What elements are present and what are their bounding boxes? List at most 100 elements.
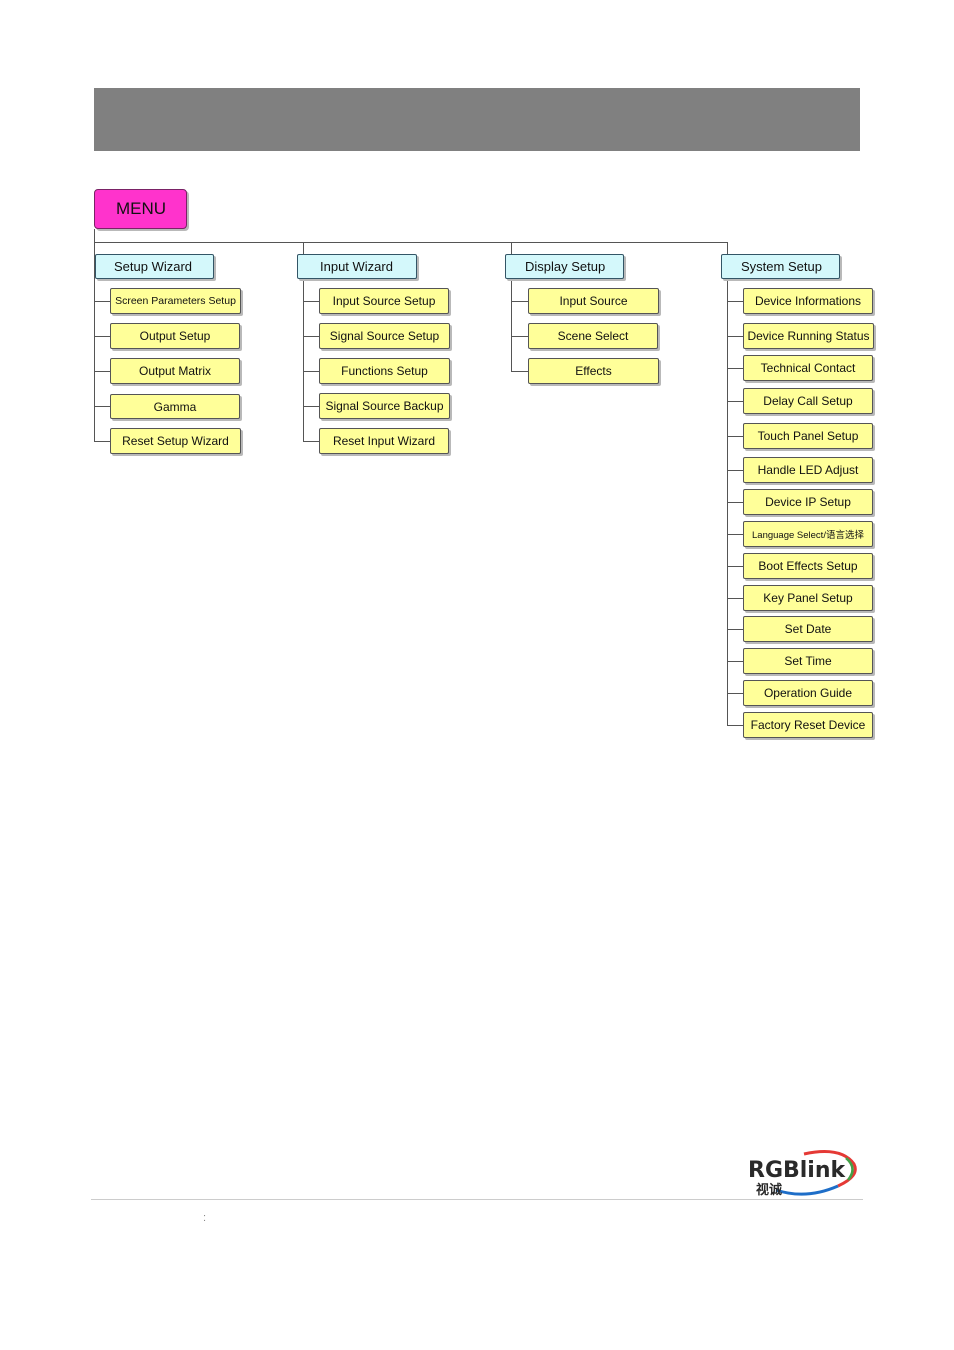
menu-item-language-select: Language Select/语言选择 xyxy=(743,521,873,547)
menu-item-functions-setup: Functions Setup xyxy=(319,358,450,384)
menu-item-label: Factory Reset Device xyxy=(750,718,866,732)
footer-colon: : xyxy=(203,1212,207,1224)
branch-line xyxy=(94,371,110,372)
category-label: System Setup xyxy=(741,259,822,274)
menu-item-label: Signal Source Setup xyxy=(329,329,440,343)
menu-item-output-matrix: Output Matrix xyxy=(110,358,240,384)
category-display-setup: Display Setup xyxy=(505,254,624,279)
menu-item-set-date: Set Date xyxy=(743,616,873,642)
branch-line xyxy=(727,725,743,726)
menu-item-signal-source-setup: Signal Source Setup xyxy=(319,323,450,349)
header-bar xyxy=(94,88,860,151)
menu-item-technical-contact: Technical Contact xyxy=(743,355,873,381)
branch-line xyxy=(511,371,528,372)
branch-line xyxy=(727,566,743,567)
menu-item-touch-panel-setup: Touch Panel Setup xyxy=(743,423,873,449)
menu-item-label: Key Panel Setup xyxy=(763,591,853,605)
menu-item-label: Set Time xyxy=(784,654,832,668)
menu-item-signal-source-backup: Signal Source Backup xyxy=(319,393,450,419)
menu-item-set-time: Set Time xyxy=(743,648,873,674)
menu-item-delay-call-setup: Delay Call Setup xyxy=(743,388,873,414)
menu-item-effects: Effects xyxy=(528,358,659,384)
menu-item-device-ip-setup: Device IP Setup xyxy=(743,489,873,515)
menu-item-operation-guide: Operation Guide xyxy=(743,680,873,706)
menu-item-label: Input Source Setup xyxy=(332,294,436,308)
branch-line xyxy=(303,336,319,337)
menu-item-label: Reset Input Wizard xyxy=(332,434,436,448)
menu-item-label: Scene Select xyxy=(557,329,629,343)
branch-line xyxy=(727,502,743,503)
top-bus-line xyxy=(94,242,727,243)
menu-item-label: Boot Effects Setup xyxy=(758,559,858,573)
menu-item-label: Functions Setup xyxy=(341,364,428,378)
menu-item-gamma: Gamma xyxy=(110,394,240,419)
logo-swoosh-blue xyxy=(775,1184,839,1196)
logo-swoosh-green xyxy=(845,1157,854,1181)
menu-item-label: Delay Call Setup xyxy=(763,394,853,408)
branch-line xyxy=(727,436,743,437)
menu-item-label: Handle LED Adjust xyxy=(757,463,859,477)
menu-item-label: Device Running Status xyxy=(747,329,870,343)
display-setup-spine xyxy=(511,242,512,372)
menu-item-input-source: Input Source xyxy=(528,288,659,314)
branch-line xyxy=(303,371,319,372)
branch-line xyxy=(94,336,110,337)
menu-item-label: Gamma xyxy=(153,399,197,414)
menu-root-label: MENU xyxy=(116,199,167,218)
menu-item-label: Set Date xyxy=(784,622,832,636)
branch-line xyxy=(303,301,319,302)
menu-item-handle-led-adjust: Handle LED Adjust xyxy=(743,457,873,483)
category-input-wizard: Input Wizard xyxy=(297,254,417,279)
menu-item-label: Technical Contact xyxy=(760,361,856,375)
menu-item-device-informations: Device Informations xyxy=(743,288,873,314)
menu-item-reset-input-wizard: Reset Input Wizard xyxy=(319,428,449,454)
branch-line xyxy=(94,301,110,302)
menu-item-scene-select: Scene Select xyxy=(528,323,658,349)
menu-item-label: Signal Source Backup xyxy=(325,399,444,413)
menu-item-label: Language Select/语言选择 xyxy=(752,530,864,541)
menu-item-input-source-setup: Input Source Setup xyxy=(319,288,449,314)
category-label: Display Setup xyxy=(525,259,606,274)
branch-line xyxy=(727,598,743,599)
category-label: Input Wizard xyxy=(320,259,393,274)
logo-text: RGBlink xyxy=(748,1158,847,1183)
category-setup-wizard: Setup Wizard xyxy=(95,254,214,279)
branch-line xyxy=(94,441,110,442)
menu-item-boot-effects-setup: Boot Effects Setup xyxy=(743,553,873,579)
branch-line xyxy=(727,661,743,662)
root-connector xyxy=(94,229,95,243)
menu-item-key-panel-setup: Key Panel Setup xyxy=(743,585,873,611)
input-wizard-spine xyxy=(303,242,304,442)
menu-root-box: MENU xyxy=(94,189,187,229)
logo-subtext: 视诚 xyxy=(756,1182,782,1196)
branch-line xyxy=(511,336,528,337)
branch-line xyxy=(727,301,743,302)
menu-item-label: Operation Guide xyxy=(763,686,853,700)
menu-item-label: Output Matrix xyxy=(138,364,212,378)
menu-item-label: Reset Setup Wizard xyxy=(122,434,229,448)
system-setup-spine xyxy=(727,242,728,726)
menu-item-label: Touch Panel Setup xyxy=(757,429,859,443)
branch-line xyxy=(727,534,743,535)
category-label: Setup Wizard xyxy=(114,259,193,274)
menu-item-factory-reset-device: Factory Reset Device xyxy=(743,712,873,738)
branch-line xyxy=(727,629,743,630)
branch-line xyxy=(511,301,528,302)
branch-line xyxy=(303,441,319,442)
menu-item-label: Device IP Setup xyxy=(765,495,851,509)
branch-line xyxy=(727,336,743,337)
branch-line xyxy=(303,406,319,407)
menu-item-device-running-status: Device Running Status xyxy=(743,323,874,349)
rgblink-logo: RGBlink 视诚 xyxy=(748,1150,857,1196)
branch-line xyxy=(727,693,743,694)
menu-item-screen-parameters-setup: Screen Parameters Setup xyxy=(110,288,241,314)
menu-item-label: Effects xyxy=(575,364,612,378)
menu-item-label: Output Setup xyxy=(139,329,211,343)
category-system-setup: System Setup xyxy=(721,254,840,279)
menu-item-output-setup: Output Setup xyxy=(110,323,240,349)
setup-wizard-spine xyxy=(94,242,95,442)
menu-item-reset-setup-wizard: Reset Setup Wizard xyxy=(110,428,241,454)
menu-item-label: Device Informations xyxy=(754,294,862,308)
menu-item-label: Screen Parameters Setup xyxy=(115,295,236,307)
branch-line xyxy=(727,368,743,369)
